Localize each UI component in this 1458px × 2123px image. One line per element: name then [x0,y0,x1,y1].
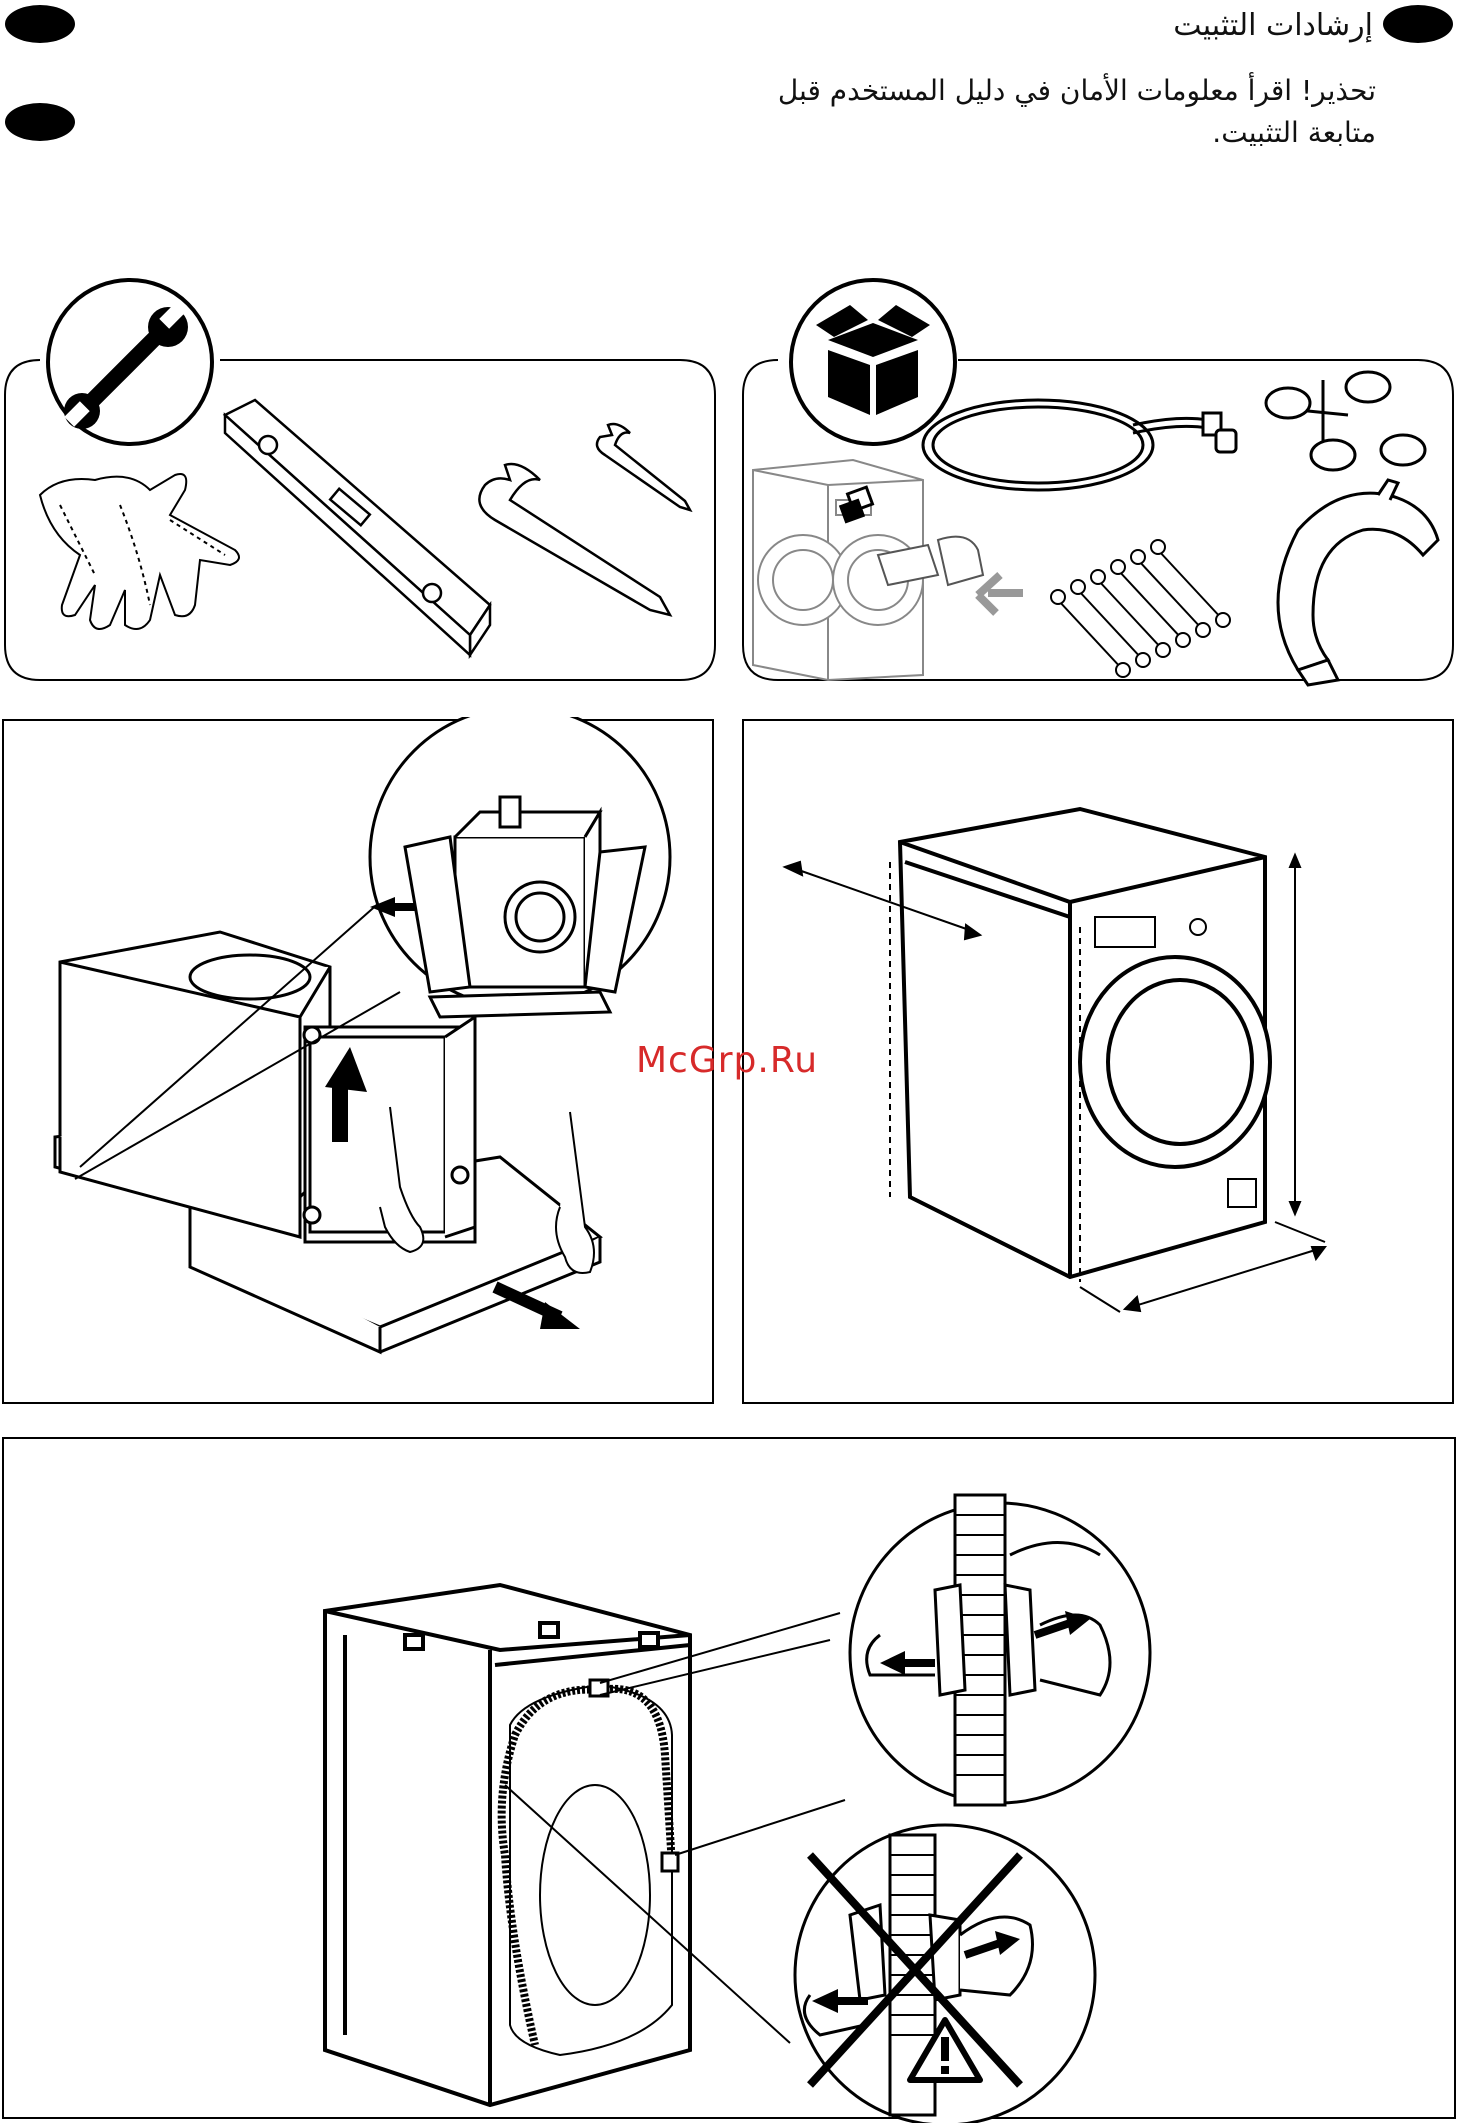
warning-line-1: تحذير! اقرأ معلومات الأمان في دليل المست… [676,70,1376,112]
language-marker-left-bottom [5,103,75,141]
language-marker-right-top [1383,5,1453,43]
correct-clip-callout [850,1495,1150,1805]
warning-line-2: متابعة التثبيت. [676,112,1376,154]
washer-back-illustration [325,1585,690,2105]
anti-vibration-feet-illustration [1266,372,1425,470]
transit-plugs-illustration [1051,540,1230,677]
page-title: إرشادات التثبيت [1173,8,1373,43]
washer-lifted-illustration [60,932,475,1242]
wrench-icon [48,280,212,444]
watermark: McGrp.Ru [636,1040,818,1081]
box-icon [791,280,955,444]
spanner-illustration [479,424,690,615]
incorrect-clip-callout [795,1825,1095,2123]
hose-installation-panel [0,1435,1458,2123]
pull-arrow-icon [495,1287,580,1329]
washer-dimensions-illustration [900,809,1270,1277]
language-marker-left-top [5,5,75,43]
dimensions-panel [740,717,1458,1407]
hose-guide-illustration [1278,480,1438,685]
gloves-illustration [40,474,239,629]
safety-warning: تحذير! اقرأ معلومات الأمان في دليل المست… [676,70,1376,154]
packaging-detail-callout [370,717,670,1017]
unpacking-panel [0,717,718,1407]
tools-panel [0,275,720,690]
accessories-panel [738,275,1458,690]
spirit-level-illustration [225,400,490,655]
